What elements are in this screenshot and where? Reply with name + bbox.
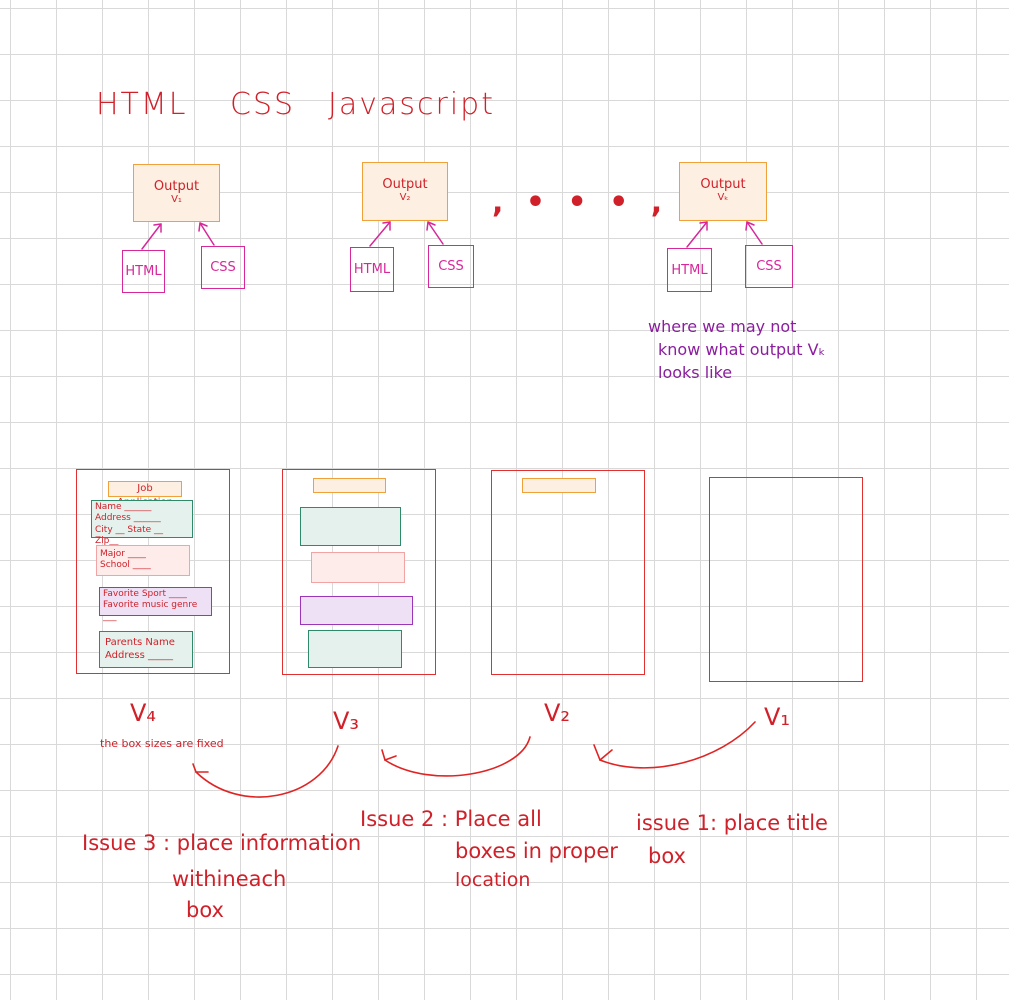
v4-field-sport: Favorite Sport ____ — [103, 589, 187, 599]
frame-v1 — [709, 477, 863, 682]
frame-v2 — [491, 470, 645, 675]
note-line-1: where we may not — [648, 317, 797, 336]
html-box-1: HTML — [122, 250, 165, 293]
label-v3: V₃ — [333, 707, 360, 735]
v4-group-3: Favorite Sport ____ Favorite music genre… — [99, 587, 212, 622]
ellipsis: , • • • , — [492, 185, 669, 220]
output-version-k: Vₖ — [717, 192, 729, 203]
arrow-v1-to-v2 — [593, 721, 756, 769]
output-label-2: Output — [382, 177, 428, 192]
v4-field-music: Favorite music genre ___ — [103, 600, 198, 622]
v4-field-school: School ____ — [100, 560, 151, 571]
label-v1: V₁ — [764, 703, 791, 731]
v4-field-city: City __ State __ Zip__ — [95, 524, 164, 546]
output-box-2: Output V₂ — [362, 162, 448, 221]
arrow-css-to-output-k — [745, 221, 763, 245]
output-version-2: V₂ — [399, 192, 411, 203]
output-box-1: Output V₁ — [133, 164, 220, 222]
arrow-v3-to-v4 — [192, 745, 339, 798]
issue3-line-2: withineach — [172, 867, 287, 891]
issue3-line-1: Issue 3 : place information — [82, 831, 362, 855]
v4-group-4: Parents Name Address _____ — [99, 631, 193, 668]
v3-group-1 — [300, 507, 401, 546]
arrow-v2-to-v3 — [381, 736, 531, 777]
v4-group-2: Major ____ School ____ — [96, 545, 190, 576]
frame-v4 — [76, 469, 230, 674]
css-box-1: CSS — [201, 246, 245, 289]
v4-field-parents: Parents Name — [105, 637, 175, 648]
css-box-k: CSS — [745, 245, 793, 288]
v4-field-major: Major ____ — [100, 549, 146, 559]
issue2-line-3: location — [455, 869, 531, 891]
v3-group-3 — [300, 596, 413, 625]
css-box-2: CSS — [428, 245, 474, 288]
title-html: HTML — [96, 87, 188, 122]
note-line-2: know what output Vₖ — [658, 340, 826, 359]
v2-title-box — [522, 478, 596, 493]
v3-title-box — [313, 478, 386, 493]
v4-group-1: Name ______ Address ______ City __ State… — [91, 500, 193, 546]
note-line-3: looks like — [658, 363, 733, 382]
v3-group-2 — [311, 552, 405, 583]
html-box-k: HTML — [667, 248, 712, 292]
title-javascript: Javascript — [328, 87, 495, 122]
label-v4: V₄ — [130, 699, 157, 727]
v4-field-name: Name ______ — [95, 502, 152, 512]
v4-note: the box sizes are fixed — [100, 737, 224, 750]
output-version-1: V₁ — [171, 194, 182, 205]
arrow-html-to-output-k — [686, 221, 708, 248]
output-label-k: Output — [700, 177, 746, 192]
label-v2: V₂ — [544, 699, 571, 727]
arrow-css-to-output-1 — [198, 222, 215, 246]
issue1-line-2: box — [648, 844, 686, 868]
v4-field-parent-address: Address _____ — [105, 649, 174, 661]
output-box-k: Output Vₖ — [679, 162, 767, 221]
v4-field-address: Address ______ — [95, 513, 161, 524]
issue2-line-2: boxes in proper — [455, 839, 618, 863]
issue1-line-1: issue 1: place title — [636, 811, 828, 835]
html-box-2: HTML — [350, 247, 394, 292]
output-label-1: Output — [153, 179, 200, 194]
arrow-css-to-output-2 — [426, 221, 444, 245]
issue3-line-3: box — [186, 898, 224, 922]
issue2-line-1: Issue 2 : Place all — [360, 807, 542, 831]
arrow-html-to-output-1 — [141, 223, 162, 250]
arrow-html-to-output-2 — [369, 221, 391, 247]
frame-v3 — [282, 469, 436, 675]
title-css: CSS — [230, 87, 296, 122]
v3-group-4 — [308, 630, 402, 668]
